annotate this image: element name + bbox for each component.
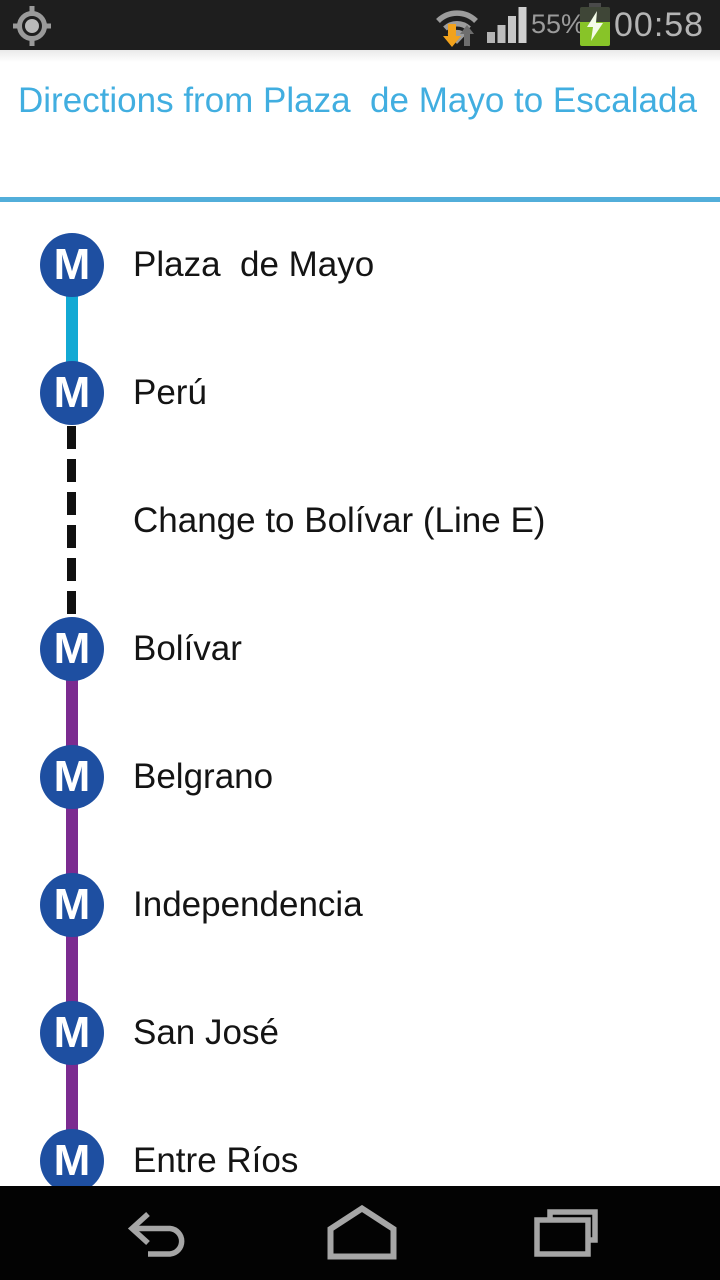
list-item-station[interactable]: M Plaza de Mayo	[0, 201, 720, 329]
list-item-station[interactable]: M Perú	[0, 329, 720, 457]
list-item-station[interactable]: M Belgrano	[0, 713, 720, 841]
metro-badge-icon: M	[40, 1001, 104, 1065]
metro-badge-icon: M	[40, 233, 104, 297]
station-label: Plaza de Mayo	[133, 245, 375, 284]
station-label: Entre Ríos	[133, 1141, 299, 1180]
recents-icon	[534, 1209, 598, 1257]
recents-button[interactable]	[534, 1209, 599, 1257]
header: Directions from Plaza de Mayo to Escalad…	[0, 50, 720, 202]
wifi-traffic-arrows-icon	[443, 24, 474, 47]
status-bar: 55% 00:58	[0, 0, 720, 50]
list-item-station[interactable]: M San José	[0, 969, 720, 1097]
header-divider	[0, 197, 720, 202]
page-title: Directions from Plaza de Mayo to Escalad…	[18, 81, 697, 120]
metro-badge-icon: M	[40, 361, 104, 425]
station-label: Perú	[133, 373, 207, 412]
route-line-dashed-segment	[67, 393, 76, 649]
home-button[interactable]	[327, 1205, 397, 1260]
clock-text: 00:58	[614, 6, 705, 44]
station-label: Belgrano	[133, 757, 274, 796]
battery-percent-text: 55%	[531, 9, 586, 39]
signal-strength-icon	[487, 7, 527, 43]
location-crosshair-icon	[13, 6, 51, 46]
metro-badge-icon: M	[40, 1129, 104, 1186]
back-icon	[127, 1211, 185, 1257]
list-item-station[interactable]: M Independencia	[0, 841, 720, 969]
list-item-station[interactable]: M Entre Ríos	[0, 1097, 720, 1186]
metro-badge-icon: M	[40, 617, 104, 681]
battery-charging-icon	[580, 3, 610, 46]
station-label: San José	[133, 1013, 279, 1052]
list-item-interchange-note[interactable]: Change to Bolívar (Line E)	[0, 457, 720, 585]
home-icon	[327, 1205, 397, 1260]
station-label: Bolívar	[133, 629, 242, 668]
back-button[interactable]	[127, 1211, 193, 1258]
list-item-station[interactable]: M Bolívar	[0, 585, 720, 713]
interchange-note-label: Change to Bolívar (Line E)	[133, 501, 546, 540]
metro-badge-icon: M	[40, 873, 104, 937]
navigation-bar	[0, 1186, 720, 1280]
station-label: Independencia	[133, 885, 363, 924]
metro-badge-icon: M	[40, 745, 104, 809]
route-list: M Plaza de Mayo M Perú Change to Bolívar…	[0, 201, 720, 1186]
